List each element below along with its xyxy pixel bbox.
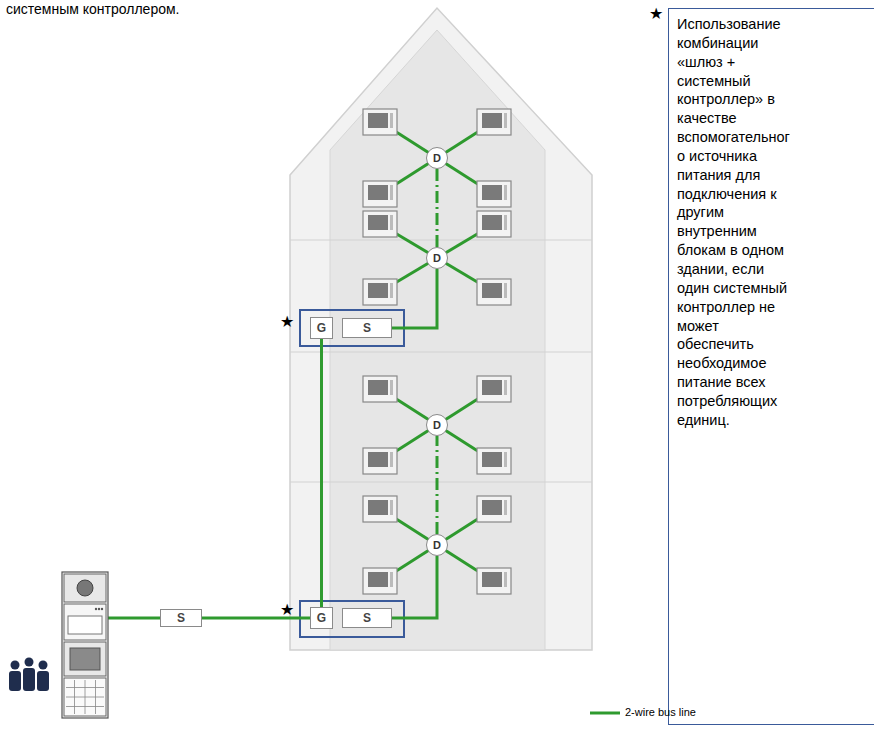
indoor-monitor	[477, 279, 511, 305]
bus-line	[392, 269, 437, 328]
indoor-monitor	[363, 496, 397, 522]
distributor-circle: D	[426, 414, 448, 436]
node-text: Использование комбинации «шлюз + системн…	[677, 15, 795, 430]
controller-box: S	[342, 318, 392, 338]
indoor-monitor	[477, 568, 511, 594]
indoor-monitor	[363, 448, 397, 474]
distributor-circle: D	[426, 534, 448, 556]
distributor-circle: D	[426, 147, 448, 169]
node-text: G	[317, 611, 326, 625]
indoor-monitor	[477, 376, 511, 402]
node-text: D	[433, 539, 441, 551]
node-text: G	[317, 321, 326, 335]
indoor-monitor	[477, 496, 511, 522]
indoor-monitor	[363, 568, 397, 594]
star-marker: ★	[649, 4, 663, 23]
gateway-box: G	[310, 607, 333, 629]
node-text: S	[177, 611, 185, 625]
cut-heading-text: системным контроллером.	[6, 1, 179, 17]
indoor-monitor	[477, 448, 511, 474]
indoor-monitor	[477, 211, 511, 237]
node-text: S	[363, 611, 371, 625]
star-marker: ★	[280, 312, 294, 331]
indoor-monitor	[363, 109, 397, 135]
indoor-monitor	[477, 181, 511, 207]
node-text: D	[433, 152, 441, 164]
node-text: D	[433, 252, 441, 264]
node-text: S	[363, 321, 371, 335]
indoor-monitor	[363, 376, 397, 402]
indoor-monitor	[477, 109, 511, 135]
indoor-monitor	[363, 211, 397, 237]
legend-text: 2-wire bus line	[625, 706, 696, 718]
distributor-circle: D	[426, 247, 448, 269]
indoor-monitor	[363, 181, 397, 207]
bus-line	[320, 339, 323, 607]
controller-box: S	[342, 608, 392, 628]
bus-line	[436, 169, 439, 247]
bus-line	[436, 436, 439, 534]
callout-box: Использование комбинации «шлюз + системн…	[668, 8, 874, 725]
star-marker: ★	[280, 600, 294, 619]
node-text: D	[433, 419, 441, 431]
indoor-monitor	[363, 279, 397, 305]
controller-box: S	[160, 609, 202, 627]
bus-line	[392, 556, 437, 618]
gateway-box: G	[310, 317, 333, 339]
